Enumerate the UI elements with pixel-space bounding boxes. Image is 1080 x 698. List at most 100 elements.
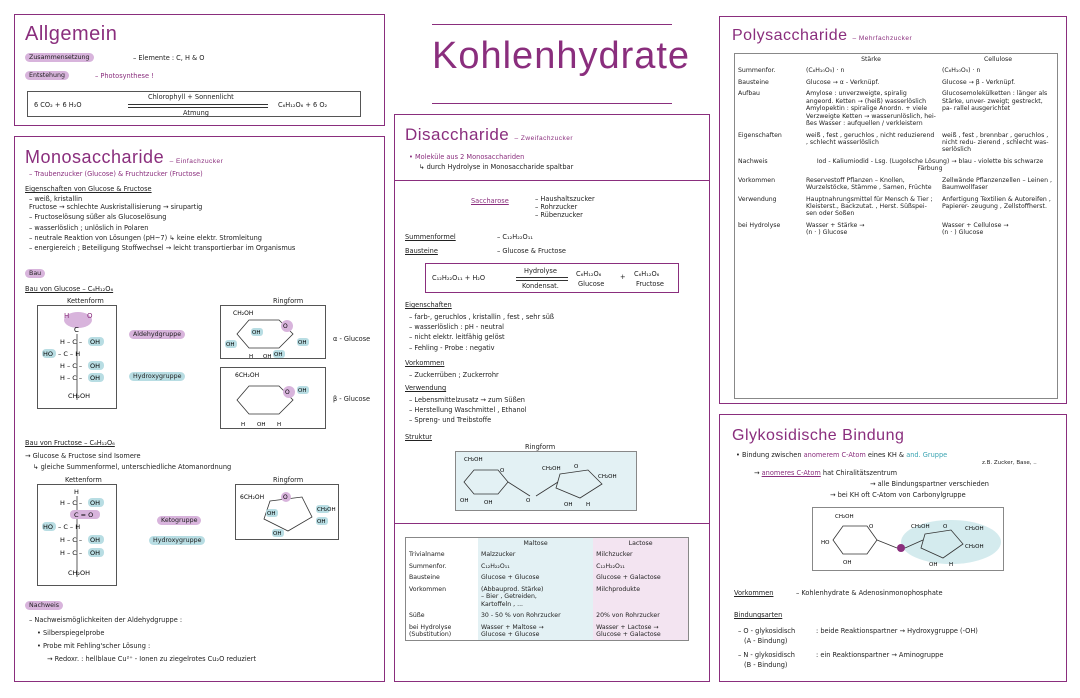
di-verw-label: Verwendung bbox=[405, 384, 447, 392]
glyk-vork-val: – Kohlenhydrate & Adenosinmonophosphate bbox=[796, 589, 943, 597]
panel-polysaccharide: Polysaccharide – Mehrfachzucker Stärke C… bbox=[719, 16, 1067, 404]
eq-bottom: Atmung bbox=[183, 109, 209, 117]
panel-allgemein: Allgemein Zusammensetzung – Elemente : C… bbox=[14, 14, 385, 126]
poly-r0-a: (C₆H₁₀O₅) · n bbox=[806, 67, 845, 75]
svg-text:OH: OH bbox=[90, 374, 100, 382]
svg-text:H: H bbox=[74, 488, 79, 496]
di-ringform-label: Ringform bbox=[525, 443, 556, 451]
ml-r2c0: Bausteine bbox=[409, 574, 440, 582]
maltose-lactose-table-wrap: Maltose Lactose Trivialname Malzzucker M… bbox=[405, 537, 689, 642]
di-eig-list: – farb-, geruchlos , kristallin , fest ,… bbox=[409, 313, 554, 352]
rx-plus: + bbox=[620, 273, 626, 281]
poly-r6-label: Verwendung bbox=[738, 195, 777, 203]
keto-label: Ketogruppe bbox=[157, 516, 202, 525]
svg-text:OH: OH bbox=[317, 519, 325, 525]
svg-text:HO: HO bbox=[821, 540, 830, 546]
poly-heading-text: Polysaccharide bbox=[732, 27, 848, 44]
svg-text:H: H bbox=[241, 422, 245, 428]
ml-r3c1: (Abbauprod. Stärke) – Bier , Getreiden, … bbox=[478, 583, 594, 611]
svg-text:OH: OH bbox=[90, 499, 100, 507]
svg-text:CH₂OH: CH₂OH bbox=[317, 507, 336, 513]
ml-r1c2: C₁₂H₂₂O₁₁ bbox=[593, 560, 688, 573]
svg-text:CH₂OH: CH₂OH bbox=[965, 544, 984, 550]
di-divider-2 bbox=[395, 523, 709, 524]
fructose-ring-box: 6CH₂OH O CH₂OH OH OH OH bbox=[235, 484, 339, 540]
eq-left: 6 CO₂ + 6 H₂O bbox=[34, 101, 82, 109]
mono-eig-3: – wasserlöslich ; unlöslich in Polaren bbox=[29, 223, 149, 232]
poly-r5-label: Vorkommen bbox=[738, 176, 776, 184]
mono-heading-sub: – Einfachzucker bbox=[169, 158, 224, 165]
ml-h1: Maltose bbox=[478, 538, 594, 550]
glyk-l1e: z.B. Zucker, Base, .. bbox=[982, 460, 1037, 466]
mono-line1: – Traubenzucker (Glucose) & Fruchtzucker… bbox=[29, 170, 203, 178]
ml-r0c1: Malzzucker bbox=[478, 549, 594, 561]
mono-eig-5: – energiereich ; Beteiligung Stoffwechse… bbox=[29, 244, 296, 253]
aldehyd-label: Aldehydgruppe bbox=[129, 330, 186, 339]
svg-text:OH: OH bbox=[226, 342, 234, 348]
bau-label: Bau bbox=[25, 269, 46, 278]
svg-text:CH₂OH: CH₂OH bbox=[233, 310, 253, 317]
sacch-name-2: – Rübenzucker bbox=[535, 211, 583, 220]
svg-text:6CH₂OH: 6CH₂OH bbox=[235, 372, 259, 379]
di-eig-label: Eigenschaften bbox=[405, 301, 452, 309]
di-vork-label: Vorkommen bbox=[405, 359, 445, 367]
glyk-heading: Glykosidische Bindung bbox=[732, 427, 905, 444]
poly-h0 bbox=[735, 54, 803, 65]
ml-r3c2: Milchprodukte bbox=[593, 583, 688, 611]
poly-r5-a: Reservestoff Pflanzen – Knollen, Wurzels… bbox=[806, 176, 932, 192]
svg-text:H – C –: H – C – bbox=[60, 338, 82, 346]
poly-table-wrap: Stärke Cellulose Summenfor. (C₆H₁₀O₅) · … bbox=[734, 53, 1058, 399]
glyk-bind-label: Bindungsarten bbox=[734, 611, 783, 619]
glyk-vork-label: Vorkommen bbox=[734, 589, 774, 597]
mono-heading-text: Monosaccharide bbox=[25, 147, 165, 167]
svg-text:– C – H: – C – H bbox=[58, 350, 80, 358]
maltose-lactose-table: Maltose Lactose Trivialname Malzzucker M… bbox=[406, 538, 688, 641]
ml-r2c1: Glucose + Glucose bbox=[478, 572, 594, 584]
ml-r4c2: 20% von Rohrzucker bbox=[593, 610, 688, 622]
svg-text:H – C –: H – C – bbox=[60, 499, 82, 507]
nachweis-label: Nachweis bbox=[25, 601, 64, 610]
zusammensetzung-label: Zusammensetzung bbox=[25, 53, 94, 62]
fru-line1-text: → Glucose & Fructose sind Isomere bbox=[25, 452, 141, 460]
svg-text:CH₂OH: CH₂OH bbox=[68, 392, 90, 400]
ml-r2c2: Glucose + Galactose bbox=[593, 572, 688, 584]
glyk-l2c: hat Chiralitätszentrum bbox=[822, 469, 898, 477]
poly-r7-b: Wasser + Cellulose → (n · ) Glucose bbox=[942, 221, 1009, 237]
bau-fructose-title: Bau von Fructose – C₆H₁₂O₆ bbox=[25, 439, 115, 447]
rx-mid1b: Glucose bbox=[578, 280, 605, 288]
mono-eig-4: – neutrale Reaktion von Lösungen (pH~7) … bbox=[29, 233, 262, 242]
nachweis-3: • Probe mit Fehling'scher Lösung : bbox=[37, 642, 151, 650]
fructose-ring: 6CH₂OH O CH₂OH OH OH OH bbox=[240, 492, 336, 537]
entstehung-value: – Photosynthese ! bbox=[95, 72, 154, 80]
di-summ-label: Summenformel bbox=[405, 233, 456, 241]
ml-r4c1: 30 - 50 % von Rohrzucker bbox=[478, 610, 594, 622]
ringform-label-fru: Ringform bbox=[273, 476, 304, 484]
poly-r2-a: Amylose : unverzweigte, spiralig angeord… bbox=[806, 90, 936, 128]
poly-r2-label: Aufbau bbox=[738, 90, 760, 98]
svg-text:O: O bbox=[943, 524, 948, 530]
svg-text:CH₂OH: CH₂OH bbox=[835, 514, 854, 520]
svg-text:OH: OH bbox=[90, 362, 100, 370]
di-eig-0: – farb-, geruchlos , kristallin , fest ,… bbox=[409, 313, 555, 321]
di-verw-2: – Spreng- und Treibstoffe bbox=[409, 416, 492, 425]
fru-line2: ↳ gleiche Summenformel, unterschiedliche… bbox=[33, 463, 232, 471]
di-heading-text: Disaccharide bbox=[405, 125, 510, 144]
ringform-label-glc: Ringform bbox=[273, 297, 304, 305]
svg-text:C: C bbox=[74, 326, 79, 334]
di-verw-1: – Herstellung Waschmittel , Ethanol bbox=[409, 406, 527, 415]
svg-text:OH: OH bbox=[90, 338, 100, 346]
svg-text:CH₂OH: CH₂OH bbox=[542, 466, 561, 472]
svg-text:H: H bbox=[64, 312, 69, 320]
glyk-b2c: : ein Reaktionspartner → Aminogruppe bbox=[816, 651, 944, 659]
entstehung-label: Entstehung bbox=[25, 71, 70, 80]
rx-mid2b: Fructose bbox=[636, 280, 664, 288]
svg-text:OH: OH bbox=[267, 511, 275, 517]
rx-mid2: C₆H₁₂O₆ bbox=[634, 270, 660, 278]
poly-r5-b: Zellwände Pflanzenzellen – Leinen , Baum… bbox=[942, 176, 1052, 192]
ml-h0 bbox=[406, 538, 478, 549]
panel-glykosidisch: Glykosidische Bindung • Bindung zwischen… bbox=[719, 414, 1067, 682]
svg-text:OH: OH bbox=[843, 560, 851, 566]
rx-mid1: C₆H₁₂O₆ bbox=[576, 270, 602, 278]
